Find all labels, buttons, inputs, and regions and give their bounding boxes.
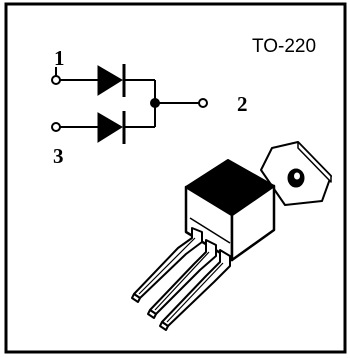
to220-package-illustration <box>131 141 332 331</box>
diode2-triangle-icon <box>97 112 123 143</box>
pin1-terminal <box>51 75 61 85</box>
pin2-terminal <box>198 98 208 108</box>
tab-edge <box>297 141 332 183</box>
body-side <box>230 184 276 262</box>
pin-1-label: 1 <box>54 46 65 70</box>
pin3-terminal <box>51 122 61 132</box>
leads <box>131 227 231 331</box>
schematic-symbol <box>51 64 208 144</box>
diode1-triangle-icon <box>97 65 123 96</box>
lead-3-tip <box>159 321 169 331</box>
lead-1 <box>133 227 203 299</box>
package-label: TO-220 <box>252 36 317 57</box>
body-front-ridge <box>189 217 231 244</box>
pin-2-label: 2 <box>237 92 248 116</box>
lead-2-tip <box>147 309 157 319</box>
lead-1-tip <box>131 293 141 303</box>
figure-border <box>4 2 347 354</box>
pin-3-label: 3 <box>53 144 64 168</box>
lead-highlights <box>138 237 224 323</box>
